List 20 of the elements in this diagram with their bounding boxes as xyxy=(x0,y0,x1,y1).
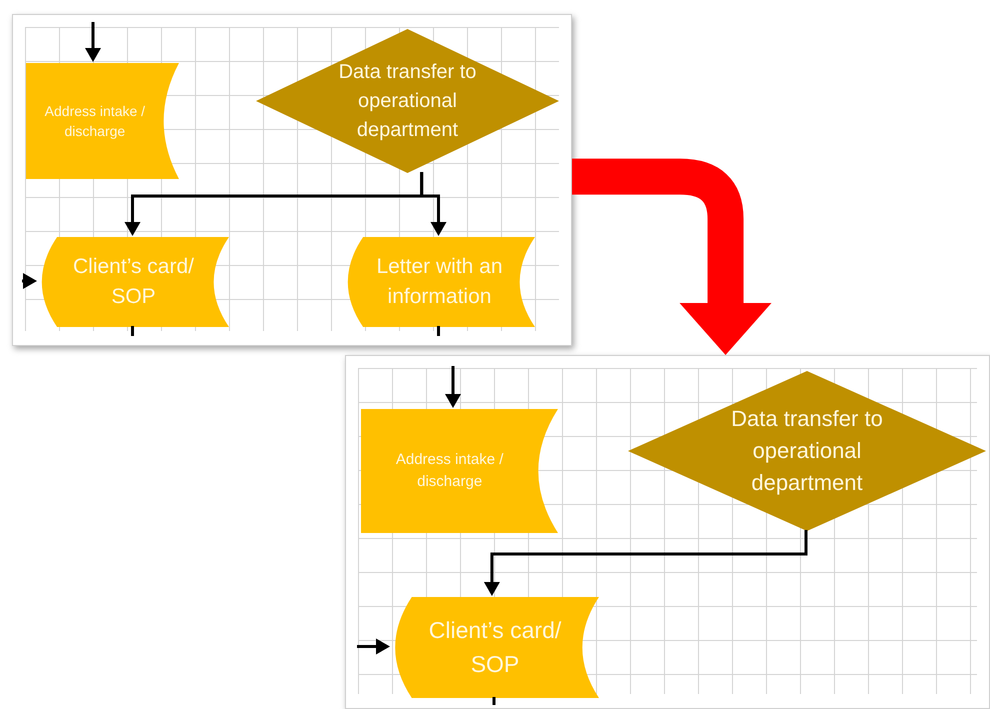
decision-diamond xyxy=(256,29,559,173)
node-label: Address intake / discharge xyxy=(394,450,504,492)
node-label: Data transfer to operational department xyxy=(338,60,478,142)
screenshot-panel xyxy=(345,355,990,709)
arrow xyxy=(85,22,101,62)
node-label: Data transfer to operational department xyxy=(730,405,884,497)
document-shape xyxy=(361,409,558,533)
node-label: Address intake / discharge xyxy=(44,102,146,141)
arrow xyxy=(445,366,461,408)
arrow xyxy=(484,530,808,596)
document-shape xyxy=(26,63,179,179)
screenshot-panel xyxy=(12,14,572,346)
arrow xyxy=(357,638,390,654)
arrow xyxy=(420,172,446,236)
node-label: Client’s card/ SOP xyxy=(428,616,562,678)
decision-diamond xyxy=(628,371,986,531)
curved-arrow xyxy=(572,158,772,355)
node-label: Letter with an information xyxy=(375,254,504,310)
node-label: Client’s card/ SOP xyxy=(72,254,195,310)
arrow xyxy=(22,273,37,289)
